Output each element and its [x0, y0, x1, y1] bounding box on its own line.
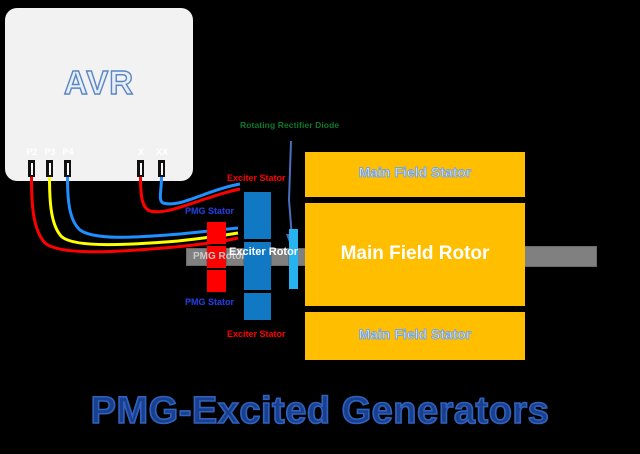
- terminal-p4[interactable]: [64, 160, 71, 177]
- label-main-field-stator-top: Main Field Stator: [358, 164, 472, 181]
- terminal-label-xx: XX: [155, 147, 168, 157]
- terminal-xx-pin: [160, 163, 163, 175]
- avr-label: AVR: [63, 63, 135, 101]
- pmg-rotor-block: [207, 246, 226, 268]
- shaft-output-end: [521, 246, 597, 267]
- terminal-label-p4: P4: [62, 147, 74, 157]
- rotating-rectifier-diode-block: [289, 243, 298, 289]
- exciter-stator-top-block: [244, 192, 271, 239]
- shaft-segment-pmg-left: [186, 248, 207, 266]
- label-pmg-stator-bottom: PMG Stator: [185, 297, 235, 307]
- rotating-rectifier-diode-block-upper: [289, 229, 298, 243]
- label-pmg-stator-top: PMG Stator: [185, 206, 235, 216]
- terminal-p4-pin: [66, 163, 69, 175]
- terminal-x-pin: [139, 163, 142, 175]
- shaft-segment-exciter-diode: [271, 248, 289, 266]
- exciter-stator-bottom-block: [244, 293, 271, 320]
- pmg-stator-top-block: [207, 222, 226, 244]
- label-pmg-rotor: PMG Rotor: [193, 251, 246, 262]
- main-field-stator-bottom-block: Main Field Stator: [305, 312, 525, 360]
- main-field-rotor-block: Main Field Rotor: [305, 203, 525, 306]
- terminal-p2[interactable]: [28, 160, 35, 177]
- shaft-segment-pmg-exciter: [226, 248, 244, 266]
- label-exciter-stator-top: Exciter Stator: [227, 173, 286, 183]
- terminal-p3-pin: [48, 163, 51, 175]
- terminal-label-p2: P2: [26, 147, 38, 157]
- main-field-stator-top-block: Main Field Stator: [305, 152, 525, 197]
- label-exciter-rotor: Exciter Rotor: [229, 246, 299, 258]
- exciter-rotor-block: [244, 242, 271, 290]
- pmg-stator-bottom-block: [207, 270, 226, 292]
- label-main-field-rotor: Main Field Rotor: [340, 243, 490, 264]
- terminal-x[interactable]: [137, 160, 144, 177]
- page-title: PMG-Excited Generators: [90, 389, 550, 433]
- avr-enclosure: AVR: [5, 8, 193, 181]
- diode-pointer-line: [287, 140, 293, 239]
- annotation-rotating-rectifier-diode: Rotating Rectifier Diode: [240, 120, 340, 130]
- terminal-label-x: X: [137, 147, 144, 157]
- terminal-xx[interactable]: [158, 160, 165, 177]
- terminal-p2-pin: [30, 163, 33, 175]
- label-main-field-stator-bottom: Main Field Stator: [358, 326, 472, 343]
- terminal-label-p3: P3: [44, 147, 56, 157]
- terminal-p3[interactable]: [46, 160, 53, 177]
- label-exciter-stator-bottom: Exciter Stator: [227, 329, 286, 339]
